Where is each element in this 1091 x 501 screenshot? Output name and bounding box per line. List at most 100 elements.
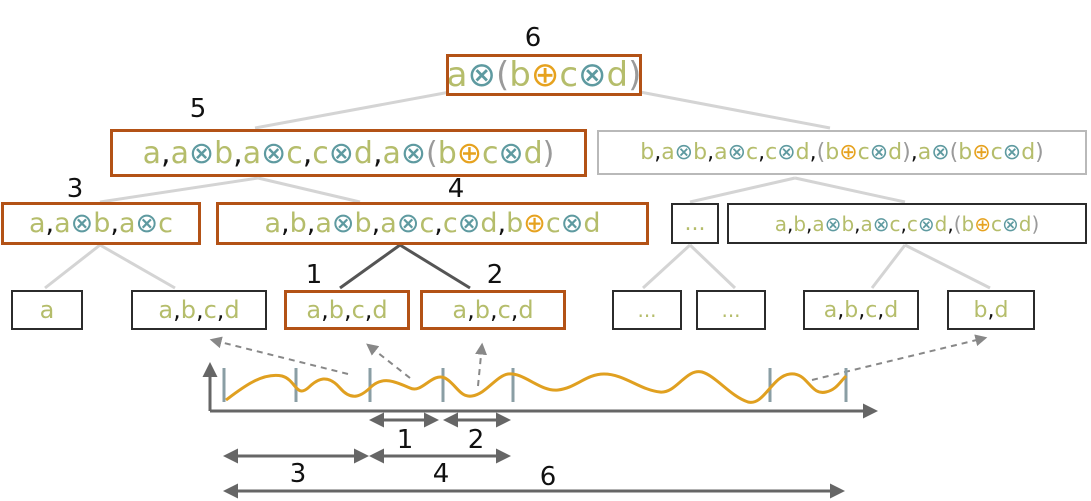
times-operator: ⊗: [457, 208, 481, 239]
operand: b: [474, 296, 490, 324]
node-4: a,b,a⊗b,a⊗c,c⊗d,b⊕c⊗d: [216, 202, 649, 245]
operand: d: [994, 297, 1009, 323]
edge-ell-ell1: [641, 243, 692, 290]
signal-curve: [225, 370, 848, 404]
node-right-mid: a,b,a⊗b,a⊗c,c⊗d,(b⊕c⊗d): [727, 203, 1087, 244]
comma: ,: [364, 296, 373, 324]
plus-operator: ⊕: [839, 140, 858, 165]
plus-operator: ⊕: [530, 55, 560, 95]
operand: .: [727, 298, 735, 322]
times-operator: ⊗: [917, 211, 935, 236]
operand: a: [823, 297, 838, 323]
plus-operator: ⊕: [974, 211, 991, 236]
operand: b: [640, 140, 655, 165]
times-operator: ⊗: [328, 135, 354, 171]
label-interval-1: 1: [396, 425, 414, 455]
node-root: a⊗(b⊕c⊗d): [446, 54, 642, 96]
operand: b: [506, 208, 524, 239]
operand: a: [452, 296, 468, 324]
times-operator: ⊗: [578, 55, 607, 95]
operand: d: [372, 296, 388, 324]
edge-right-ell: [689, 176, 796, 204]
operand: b: [844, 297, 859, 323]
times-operator: ⊗: [135, 208, 159, 239]
tree-edges: [44, 90, 991, 290]
label-leaf-1: 1: [305, 260, 323, 290]
plus-operator: ⊕: [523, 208, 546, 239]
operand: .: [684, 211, 692, 236]
paren: (: [949, 140, 959, 165]
operand: d: [888, 140, 903, 165]
operand: a: [382, 135, 401, 171]
leaf-1: a,b,c,d: [284, 290, 410, 330]
operand: b: [973, 297, 988, 323]
operand: b: [93, 208, 111, 239]
operand: a: [661, 140, 675, 165]
edge-rightmid-abcd: [870, 244, 907, 289]
operand: c: [203, 296, 217, 324]
pointer-leaf-bd: [811, 334, 988, 381]
leaf-bd: b,d: [947, 290, 1035, 330]
times-operator: ⊗: [498, 135, 524, 171]
comma: ,: [110, 208, 119, 239]
operand: c: [419, 208, 435, 239]
operand: .: [698, 211, 706, 236]
operand: b: [841, 211, 855, 236]
comma: ,: [806, 211, 813, 236]
operand: d: [583, 208, 601, 239]
paren: (: [816, 140, 826, 165]
times-operator: ⊗: [331, 208, 355, 239]
comma: ,: [434, 208, 443, 239]
operand: c: [746, 140, 759, 165]
comma: ,: [900, 211, 907, 236]
comma: ,: [837, 297, 845, 323]
operand: .: [734, 298, 741, 322]
comma: ,: [467, 296, 475, 324]
comma: ,: [809, 140, 817, 165]
operand: b: [958, 140, 973, 165]
operand: c: [990, 140, 1003, 165]
operand: d: [934, 211, 948, 236]
times-operator: ⊗: [1002, 140, 1022, 165]
comma: ,: [947, 211, 954, 236]
comma: ,: [910, 140, 918, 165]
edge-n4-leaf1: [339, 243, 401, 290]
comma: ,: [371, 208, 381, 239]
operand: c: [889, 211, 901, 236]
operand: a: [142, 135, 162, 171]
times-operator: ⊗: [467, 55, 496, 95]
operand: c: [559, 55, 579, 95]
operand: c: [312, 135, 329, 171]
operand: .: [691, 211, 699, 236]
operand: b: [693, 140, 708, 165]
edge-n4-leaf2: [399, 243, 471, 290]
edge-ell-ell2: [688, 243, 737, 290]
comma: ,: [173, 296, 181, 324]
plus-operator: ⊕: [456, 135, 482, 171]
times-operator: ⊗: [872, 211, 890, 236]
times-operator: ⊗: [261, 135, 287, 171]
times-operator: ⊗: [931, 140, 950, 165]
comma: ,: [321, 296, 329, 324]
comma: ,: [707, 140, 715, 165]
operand: d: [224, 296, 240, 324]
operand: b: [328, 296, 344, 324]
operand: b: [289, 208, 307, 239]
label-node-4: 4: [447, 174, 465, 204]
times-operator: ⊗: [869, 140, 889, 165]
operand: .: [650, 298, 657, 322]
times-operator: ⊗: [188, 135, 215, 171]
comma: ,: [343, 296, 352, 324]
operand: c: [497, 296, 511, 324]
operand: a: [306, 296, 322, 324]
comma: ,: [45, 208, 55, 239]
times-operator: ⊗: [396, 208, 420, 239]
node-ellipsis-mid: ...: [671, 203, 719, 244]
operand: a: [714, 140, 728, 165]
comma: ,: [195, 296, 204, 324]
label-interval-6: 6: [539, 462, 557, 492]
operand: c: [286, 135, 303, 171]
edge-root-n5: [254, 90, 451, 130]
operand: c: [545, 208, 561, 239]
